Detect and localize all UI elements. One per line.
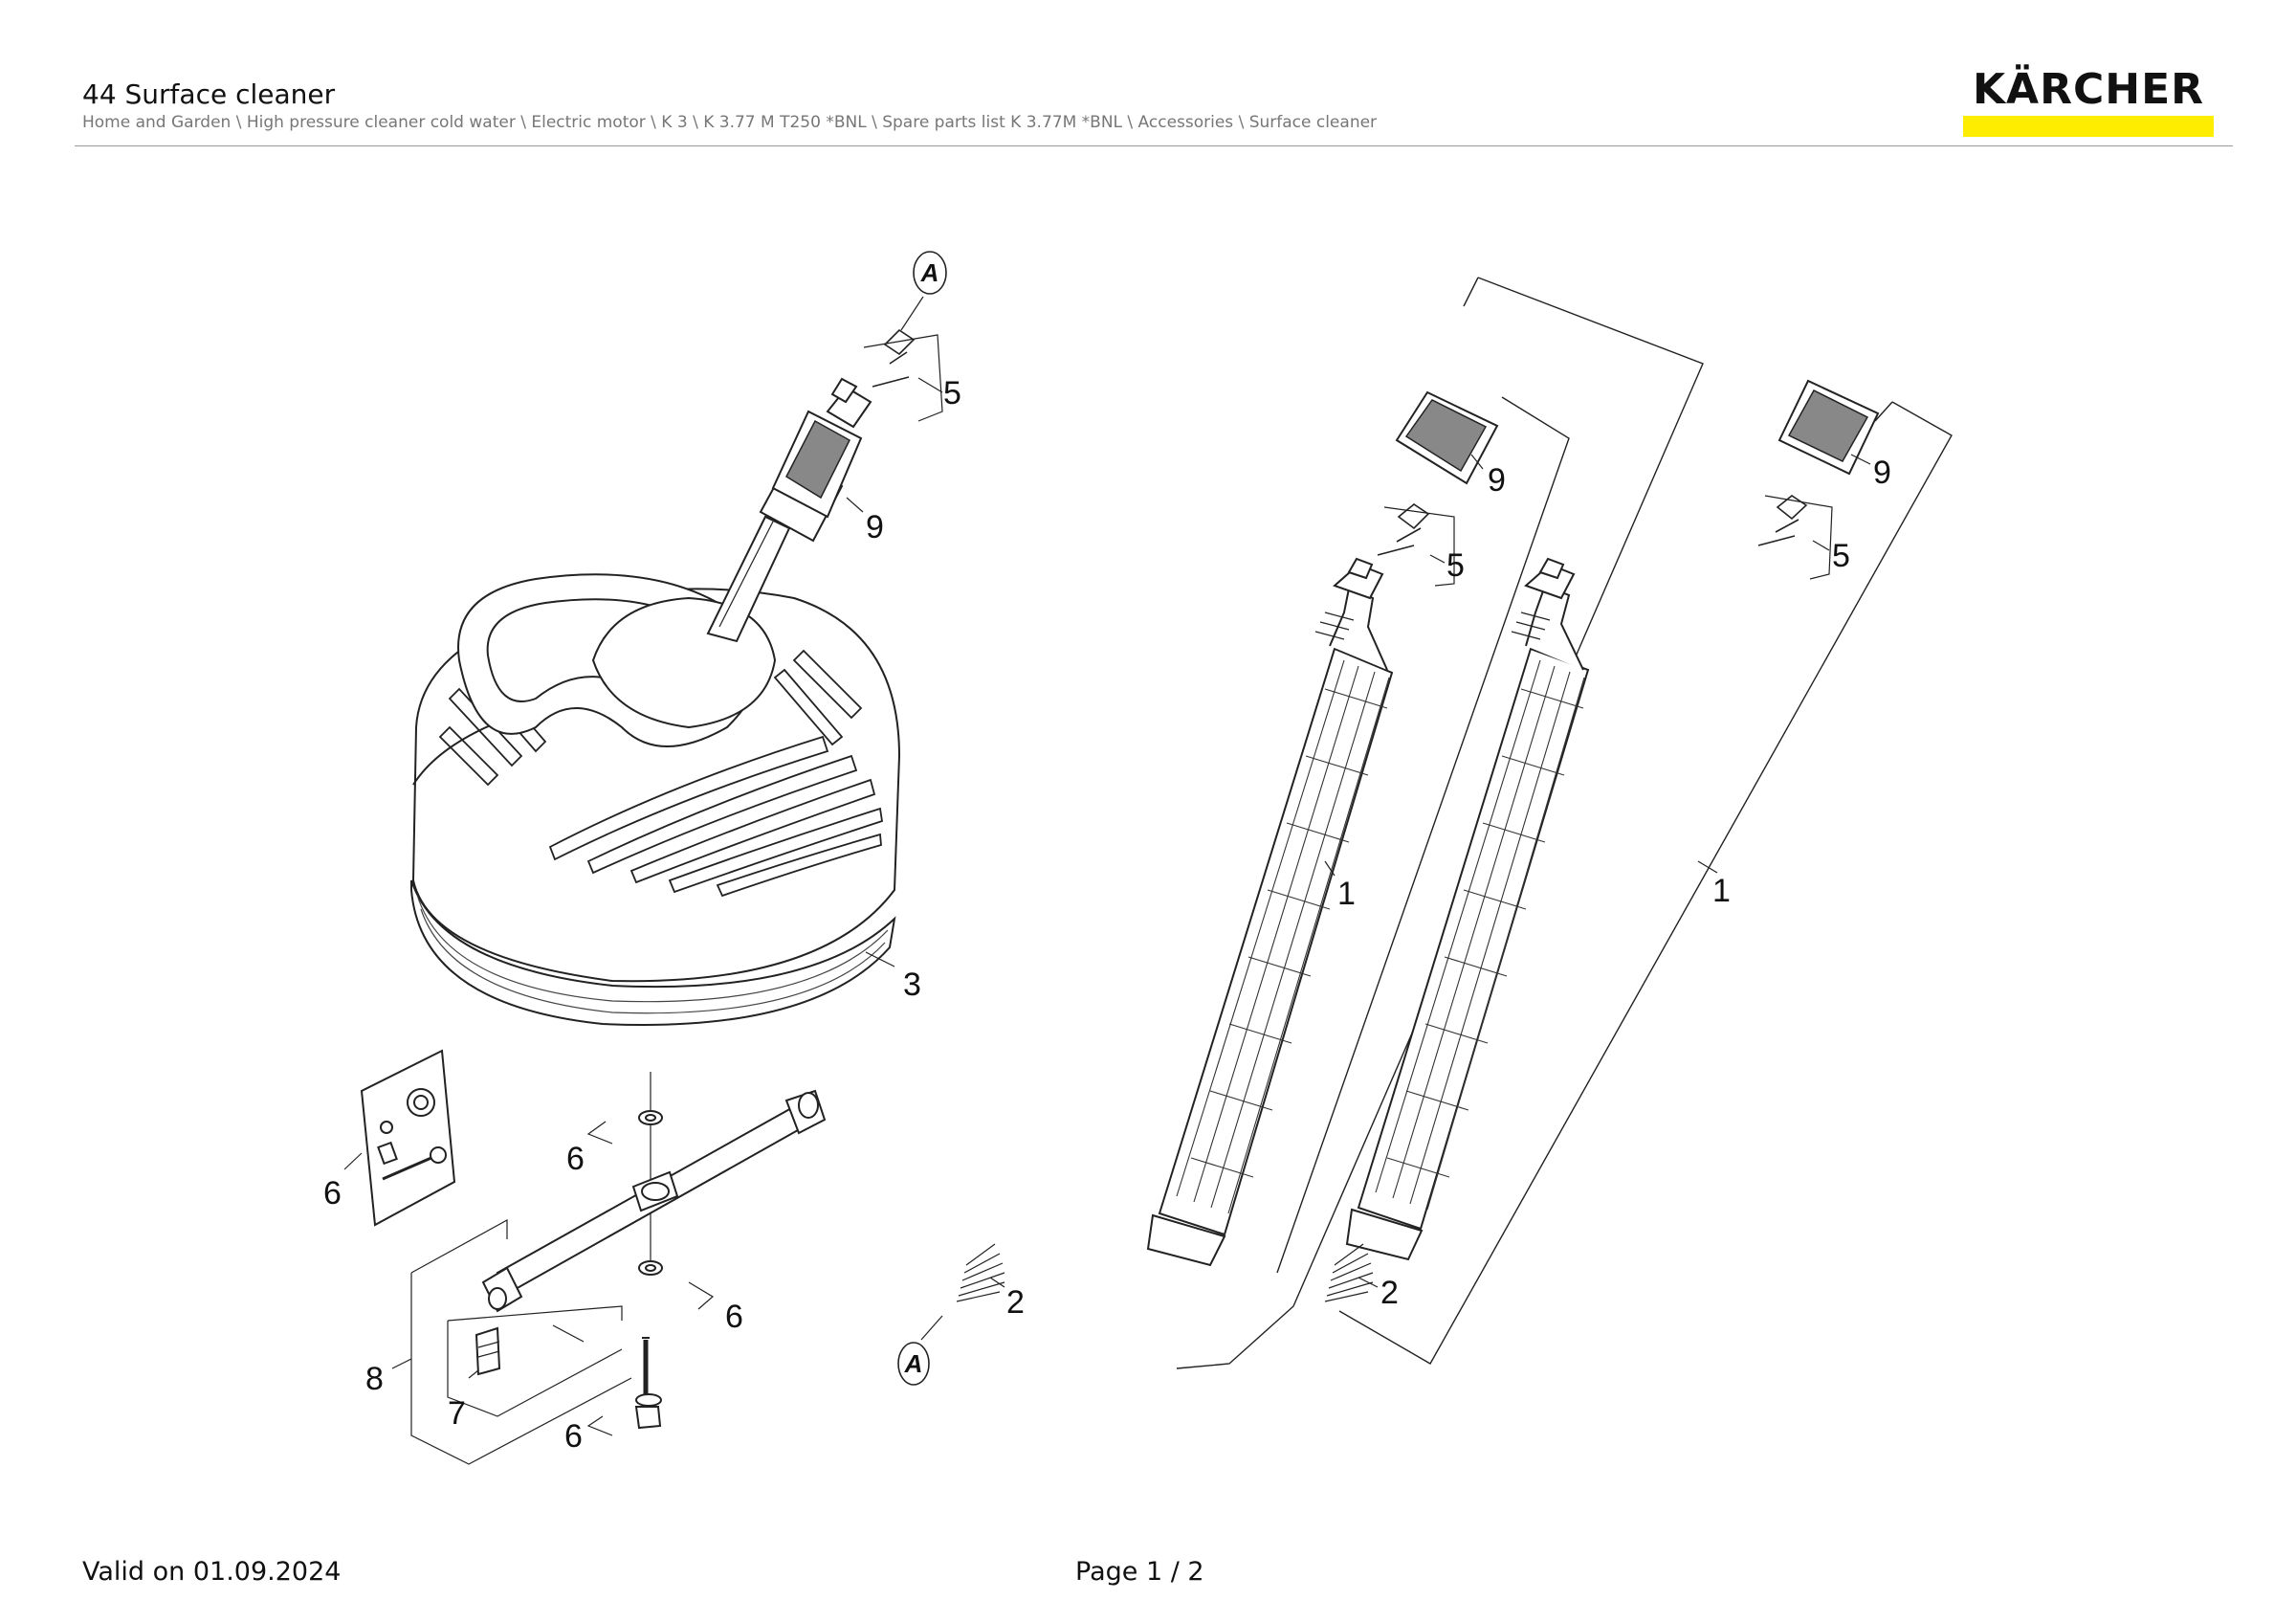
callout-arm-7: 7 — [448, 1395, 466, 1432]
callout-arm-8: 8 — [365, 1361, 384, 1397]
mounting-plate-drawing — [343, 1049, 456, 1227]
page-title: 44 Surface cleaner — [82, 78, 336, 110]
breadcrumb: Home and Garden \ High pressure cleaner … — [82, 113, 1378, 132]
callout-lance1-9: 9 — [1488, 462, 1506, 499]
callout-arm-bottom-6: 6 — [564, 1418, 583, 1455]
connector-label-bottom: A — [904, 1349, 923, 1378]
surface-cleaner-drawing — [410, 251, 947, 1026]
lance-1-drawing — [897, 277, 1704, 1386]
callout-lance1-5: 5 — [1446, 547, 1465, 584]
callout-plate-6: 6 — [323, 1175, 342, 1212]
rotor-arm-drawing — [410, 1072, 827, 1465]
connector-label-top: A — [920, 258, 939, 287]
callout-arm-top-6: 6 — [566, 1141, 585, 1177]
lance-2-drawing — [1324, 379, 1953, 1365]
karcher-logo: KÄRCHER — [1961, 65, 2216, 138]
callout-lance2-9: 9 — [1873, 455, 1891, 491]
callout-lance1-1: 1 — [1337, 876, 1356, 912]
logo-yellow-bar — [1963, 116, 2214, 137]
callout-lance2-2: 2 — [1380, 1275, 1399, 1311]
logo-wordmark: KÄRCHER — [1972, 65, 2205, 114]
callout-arm-right-6: 6 — [725, 1299, 743, 1335]
callout-lance1-2: 2 — [1006, 1284, 1025, 1321]
callout-sc-5: 5 — [943, 375, 961, 411]
callout-sc-3: 3 — [903, 967, 921, 1003]
callout-lance2-5: 5 — [1832, 538, 1850, 574]
validity-date: Valid on 01.09.2024 — [82, 1557, 342, 1587]
header-divider — [75, 145, 2233, 146]
callout-sc-9: 9 — [866, 509, 884, 545]
page-number: Page 1 / 2 — [1075, 1557, 1204, 1587]
callout-lance2-1: 1 — [1712, 873, 1731, 909]
